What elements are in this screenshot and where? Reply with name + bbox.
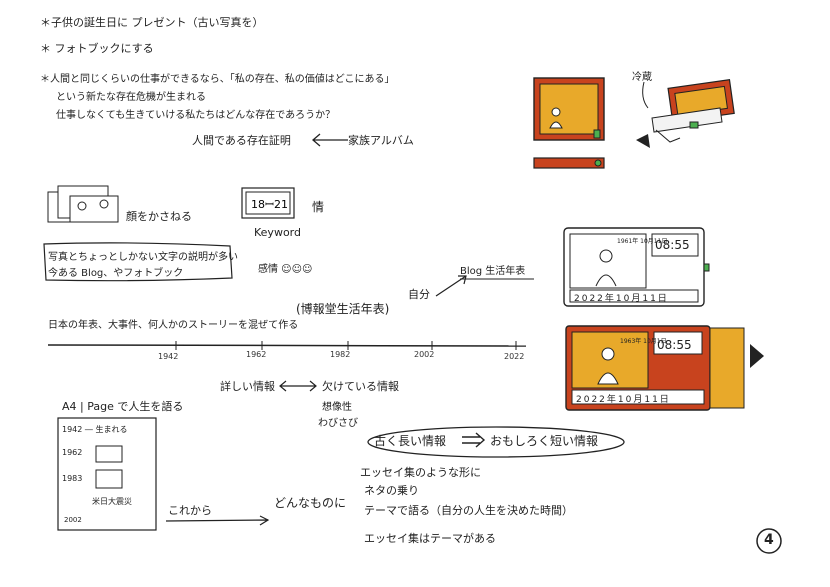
detail-text: 詳しい情報 (220, 380, 275, 393)
essay-line-2: ネタの乗り (364, 484, 419, 497)
note-line-1: ＊子供の誕生日に プレゼント（古い写真を） (40, 16, 264, 29)
frame-device-sketch (533, 77, 605, 169)
right-arrow-icon (165, 515, 270, 526)
face-frame-sketch: 18ꟷ21 (241, 187, 295, 219)
page-number-circle (756, 528, 782, 554)
screen-bottom-digits: 2022年10月11日 (576, 395, 671, 405)
screen-bottom-time: 08:55 (657, 338, 692, 352)
bubble-frame (367, 426, 625, 458)
wabisabi-text: わびさび (318, 418, 358, 429)
blog-text: Blog 生活年表 (460, 266, 526, 277)
printing-device-sketch (636, 79, 735, 148)
keyword-text: Keyword (254, 226, 301, 239)
emotion-text: 感情 ☺☺☺ (258, 264, 313, 275)
device-arrow-label: 冷蔵 (632, 72, 652, 83)
timeline-tick: 2002 (414, 350, 435, 359)
note-line-3: ＊人間と同じくらいの仕事ができるなら、「私の存在、私の価値はどこにある」 (40, 74, 395, 85)
missing-text: 欠けている情報 (322, 380, 399, 393)
note-line-5: 仕事しなくても生きていける私たちはどんな存在であろうか？ (56, 110, 336, 121)
bubble-left-text: 古く長い情報 (374, 434, 447, 448)
note-box-line-1: 写真とちょっとしかない文字の説明が多い (48, 252, 238, 263)
screen-top-date: 1961年 10月11日 (617, 238, 668, 245)
history-text: 日本の年表、大事件、何人かのストーリーを混ぜて作る (48, 320, 299, 331)
left-arrow-icon (312, 133, 348, 147)
screen-bottom-sketch (565, 325, 764, 411)
blog-underline (460, 278, 534, 280)
timeline-axis (47, 341, 527, 350)
screen-top-sketch (563, 227, 710, 307)
bubble-right-text: おもしろく短い情報 (490, 434, 599, 448)
page-item: 1942 ― 生まれる (62, 425, 128, 434)
imagination-text: 想像性 (322, 402, 352, 413)
page-number: 4 (764, 532, 774, 548)
note-box-frame (43, 242, 233, 282)
a4-text: A4 | Page で人生を語る (62, 400, 184, 413)
screen-top-digits: 2022年10月11日 (574, 294, 669, 304)
svg-text:18ꟷ21: 18ꟷ21 (251, 198, 288, 211)
essay-line-3: テーマで語る（自分の人生を決めた時間） (364, 504, 573, 517)
page-mock-sketch (57, 417, 157, 531)
faces-text: 顔をかさねる (126, 210, 192, 223)
page-item: 1962 (62, 448, 83, 457)
note-line-4: という新たな存在危機が生まれる (56, 92, 206, 103)
bubble-arrow-icon (462, 432, 486, 448)
essay-line-1: エッセイ集のような形に (360, 466, 481, 479)
tag-text: 情 (312, 200, 325, 214)
proof-text: 人間である存在証明 (192, 134, 291, 147)
timeline-tick: 1962 (246, 350, 267, 359)
page-item: 米日大震災 (92, 497, 132, 506)
album-text: 家族アルバム (348, 134, 414, 147)
note-box-line-2: 今ある Blog、やフォトブック (48, 268, 184, 279)
screen-top-time: 08:55 (655, 238, 690, 252)
essay-line-4: エッセイ集はテーマがある (364, 532, 496, 545)
self-text: 自分 (408, 288, 430, 301)
museum-text: (博報堂生活年表) (296, 302, 390, 316)
stacked-photos-sketch (47, 185, 119, 223)
timeline-tick: 1982 (330, 350, 351, 359)
page-item: 2002 (64, 516, 82, 524)
note-line-2: ＊ フォトブックにする (40, 42, 154, 55)
timeline-tick: 1942 (158, 352, 179, 361)
screen-bottom-date: 1963年 10月1日 (620, 338, 667, 345)
what-kind-text: どんなものに (274, 496, 347, 510)
timeline-tick: 2022 (504, 352, 525, 361)
double-arrow-icon (279, 380, 317, 392)
from-now-text: これから (168, 504, 212, 517)
page-item: 1983 (62, 474, 83, 483)
